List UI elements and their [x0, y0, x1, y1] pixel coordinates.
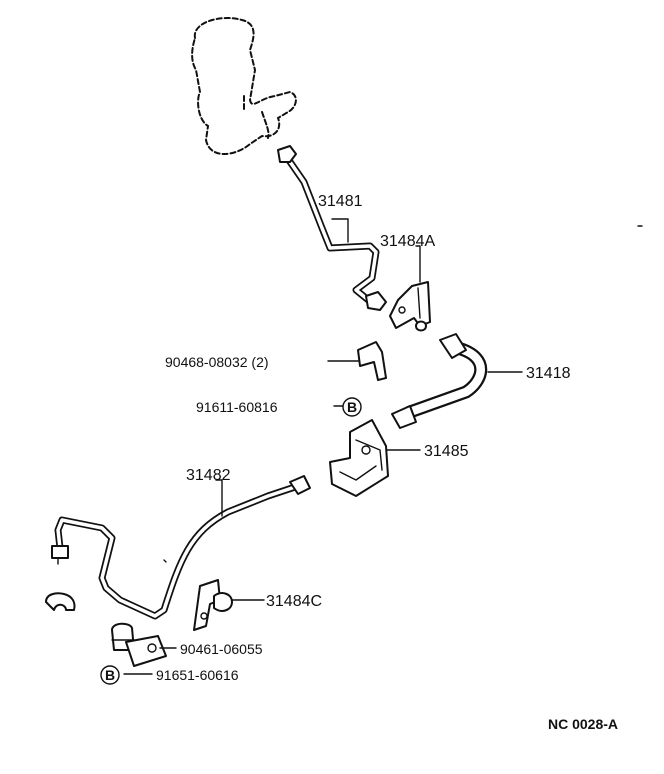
- label-31418: 31418: [526, 365, 571, 382]
- label-31481: 31481: [318, 193, 363, 210]
- label-31484A: 31484A: [380, 233, 435, 250]
- clamp-left: [45, 592, 76, 611]
- marker-b-lower: B: [100, 665, 120, 685]
- tube-31482: [51, 475, 311, 620]
- tube-31481: [277, 145, 387, 311]
- hose-31418: [391, 333, 488, 429]
- label-91651: 91651-60616: [156, 667, 239, 683]
- marker-b-lower-text: B: [105, 667, 115, 683]
- bracket-31484A: [389, 281, 431, 332]
- bracket-31485: [329, 419, 389, 497]
- marker-b-upper-text: B: [347, 399, 357, 415]
- label-90461: 90461-06055: [180, 641, 263, 657]
- diagram-code: NC 0028-A: [548, 716, 618, 732]
- bracket-31484C: [193, 579, 233, 631]
- speck: [163, 559, 167, 563]
- label-90468: 90468-08032 (2): [165, 354, 269, 370]
- clamp-90461: [111, 622, 167, 667]
- part-labels: 31481 31484A 31418 90468-08032 (2) 91611…: [156, 193, 571, 683]
- leader-lines: [123, 218, 523, 675]
- label-31482: 31482: [186, 467, 231, 484]
- label-31485: 31485: [424, 443, 469, 460]
- clip-90468: [357, 341, 387, 381]
- marker-b-upper: B: [342, 397, 362, 417]
- master-cylinder-outline: [191, 17, 297, 155]
- label-91611: 91611-60816: [196, 399, 278, 415]
- label-31484C: 31484C: [266, 593, 322, 610]
